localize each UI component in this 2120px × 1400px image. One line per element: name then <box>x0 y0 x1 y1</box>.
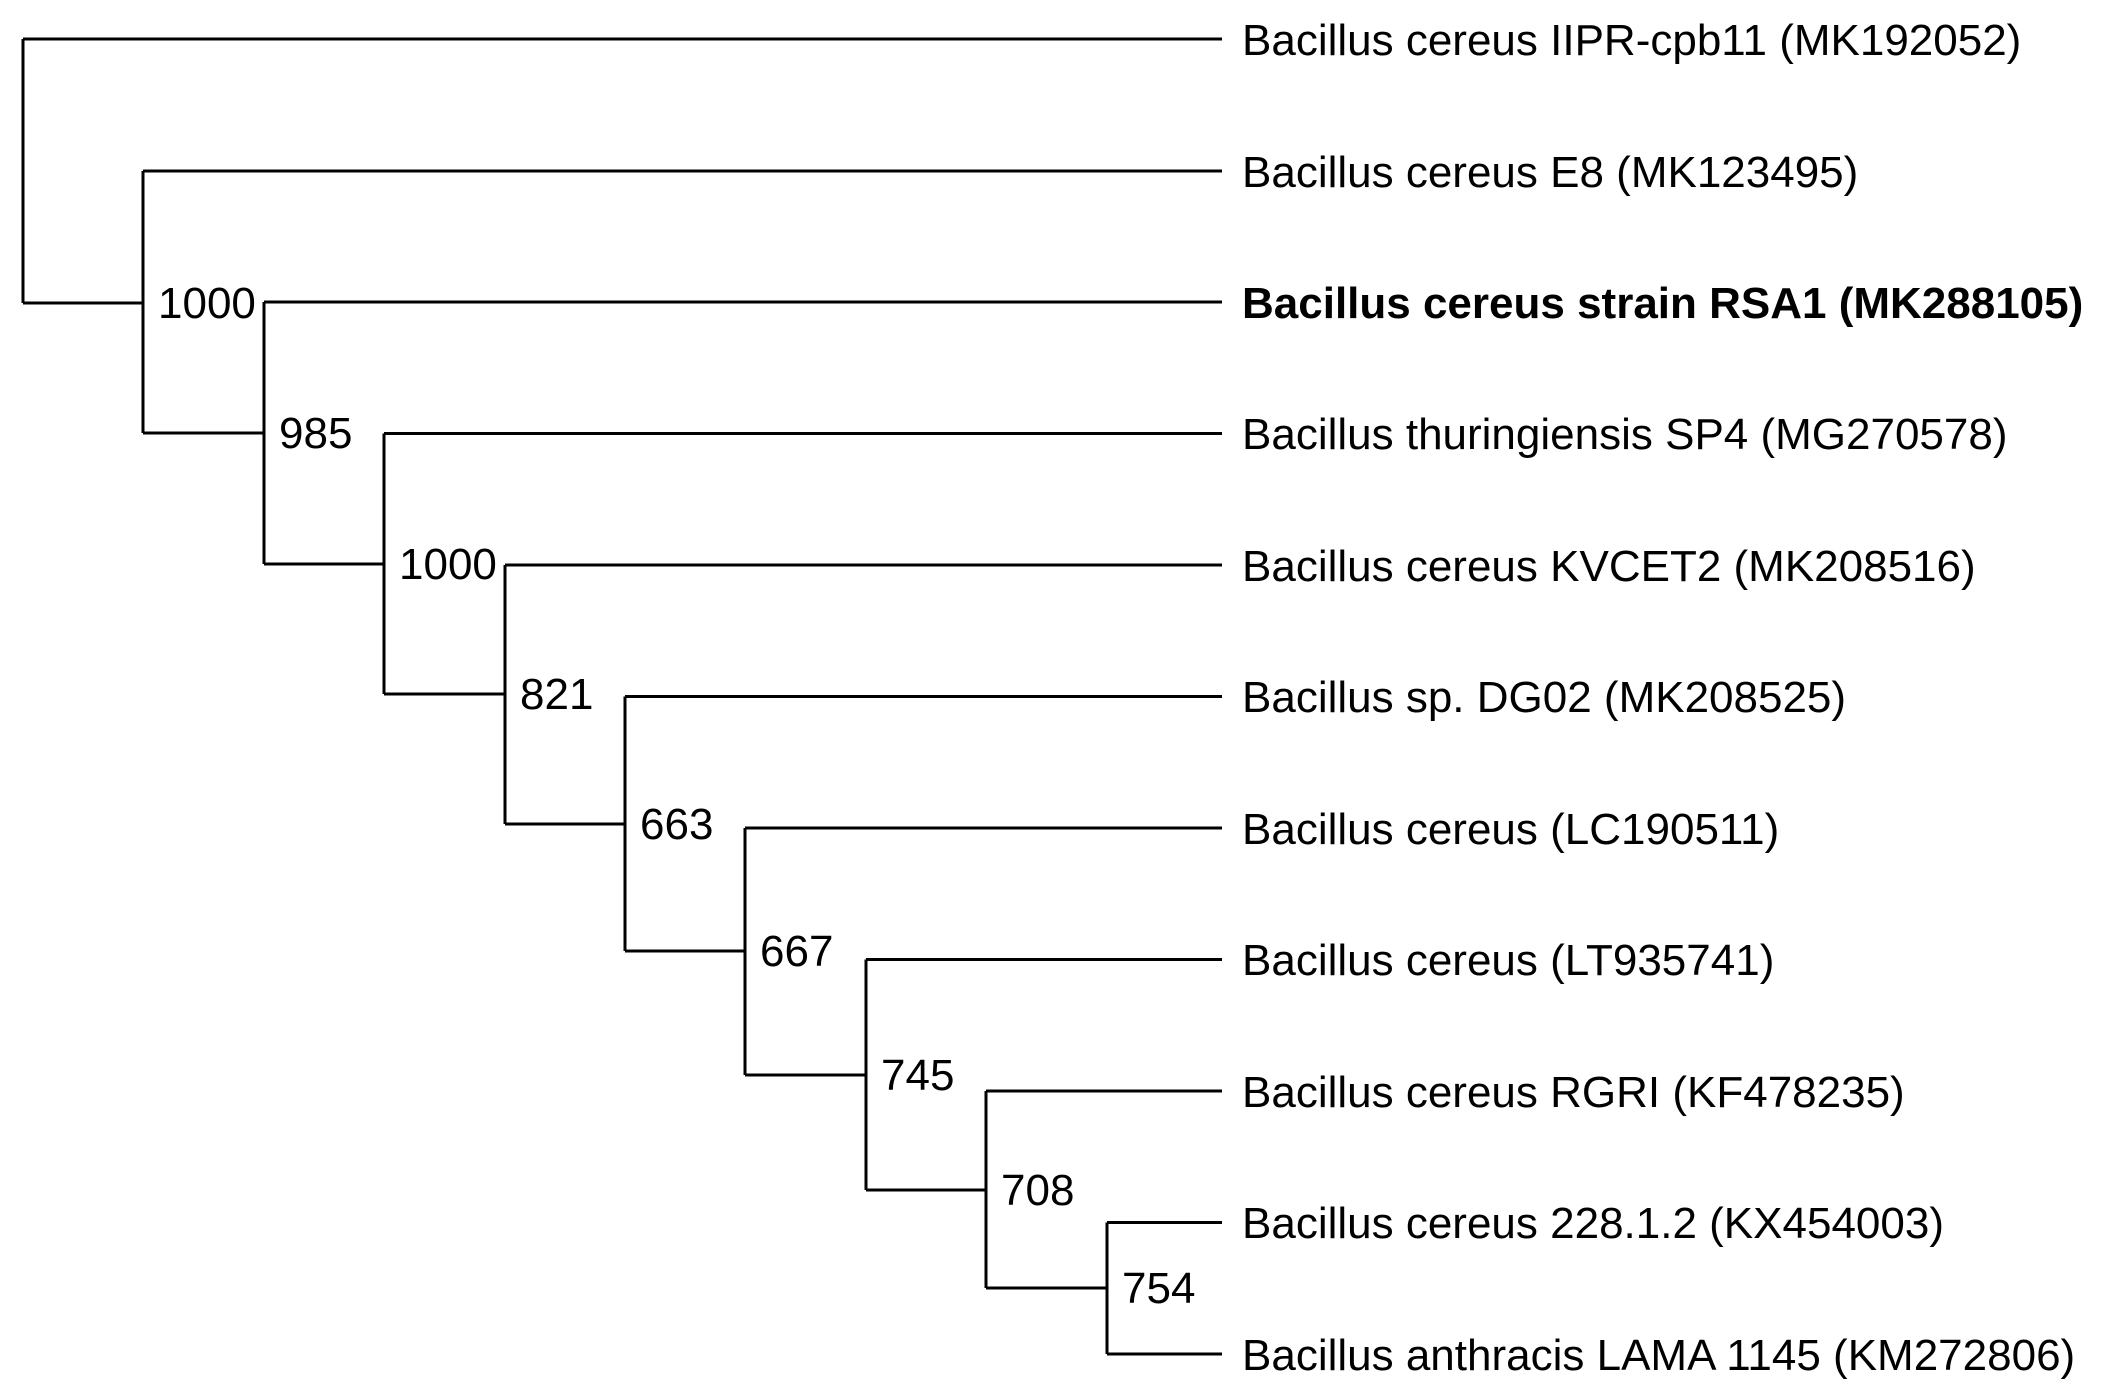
taxon-label: Bacillus cereus 228.1.2 (KX454003) <box>1242 1199 1944 1248</box>
taxon-label: Bacillus cereus RGRI (KF478235) <box>1242 1068 1905 1117</box>
tree-branches <box>21 37 1222 1356</box>
bootstrap-value: 1000 <box>399 540 497 589</box>
taxon-label-query: Bacillus cereus strain RSA1 (MK288105) <box>1242 279 2083 328</box>
bootstrap-value: 754 <box>1122 1264 1195 1313</box>
taxon-label: Bacillus anthracis LAMA 1145 (KM272806) <box>1242 1331 2075 1380</box>
taxon-label: Bacillus sp. DG02 (MK208525) <box>1242 673 1846 722</box>
bootstrap-value: 667 <box>760 927 833 976</box>
taxon-label: Bacillus thuringiensis SP4 (MG270578) <box>1242 410 2008 459</box>
bootstrap-value: 821 <box>520 670 593 719</box>
taxon-labels: Bacillus cereus IIPR-cpb11 (MK192052) Ba… <box>1242 16 2083 1380</box>
bootstrap-value: 1000 <box>158 279 256 328</box>
bootstrap-labels: 1000 985 1000 821 663 667 745 708 754 <box>158 279 1195 1313</box>
bootstrap-value: 708 <box>1001 1166 1074 1215</box>
taxon-label: Bacillus cereus KVCET2 (MK208516) <box>1242 542 1976 591</box>
taxon-label: Bacillus cereus E8 (MK123495) <box>1242 148 1858 197</box>
taxon-label: Bacillus cereus IIPR-cpb11 (MK192052) <box>1242 16 2021 65</box>
bootstrap-value: 985 <box>279 409 352 458</box>
taxon-label: Bacillus cereus (LC190511) <box>1242 805 1779 854</box>
taxon-label: Bacillus cereus (LT935741) <box>1242 936 1774 985</box>
bootstrap-value: 745 <box>881 1051 954 1100</box>
bootstrap-value: 663 <box>640 800 713 849</box>
